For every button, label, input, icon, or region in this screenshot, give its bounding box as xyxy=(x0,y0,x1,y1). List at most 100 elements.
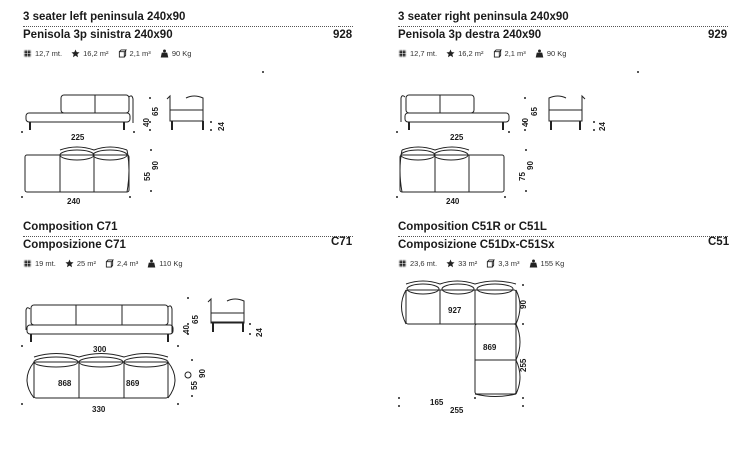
title-it: Composizione C51Dx-C51Sx xyxy=(398,239,555,251)
title-it: Penisola 3p sinistra 240x90 xyxy=(23,29,173,41)
fabric-swatch-icon xyxy=(398,259,407,268)
module-label-a: 927 xyxy=(448,306,462,315)
dim-depth-seat: 75 xyxy=(518,172,527,181)
drawing-c51: 927 869 90 255 165 255 xyxy=(398,280,528,415)
side-elevation xyxy=(548,94,586,130)
dim-dots xyxy=(21,71,264,198)
title-en: Composition C51R or C51L xyxy=(398,221,547,233)
module-label-b: 869 xyxy=(483,343,497,352)
side-elevation xyxy=(166,94,204,130)
spec-meters: 12,7 mt. xyxy=(35,49,63,58)
front-elevation xyxy=(400,94,510,130)
dim-width-top: 225 xyxy=(450,133,464,142)
title-en: 3 seater right peninsula 240x90 xyxy=(398,11,569,23)
specs-row: 23,6 mt. 33 m² 3,3 m³ 155 Kg xyxy=(398,259,570,268)
star-area-icon xyxy=(65,259,74,268)
weight-icon xyxy=(148,259,156,268)
dim-total-height: 65 xyxy=(530,107,539,116)
drawing-c71: 300 40 65 24 868 869 330 55 90 xyxy=(21,297,264,414)
dim-seat-height: 40 xyxy=(142,118,151,127)
side-elevation xyxy=(207,297,245,332)
dim-side-length: 255 xyxy=(519,358,528,372)
spec-volume: 2,1 m³ xyxy=(129,49,151,58)
divider xyxy=(398,236,728,237)
divider xyxy=(398,26,728,27)
dim-width-inner: 165 xyxy=(430,398,444,407)
model-code: C71 xyxy=(331,236,353,248)
dim-seat-height: 40 xyxy=(182,325,191,334)
model-code: 928 xyxy=(333,29,353,41)
dim-width-bottom: 330 xyxy=(92,405,106,414)
dim-seat-height: 40 xyxy=(521,118,530,127)
dim-arm-height: 24 xyxy=(255,328,264,337)
fabric-swatch-icon xyxy=(23,49,32,58)
spec-weight: 90 Kg xyxy=(171,49,192,58)
front-elevation xyxy=(25,304,174,342)
spec-volume: 2,4 m³ xyxy=(117,259,139,268)
title-it: Penisola 3p destra 240x90 xyxy=(398,29,542,41)
front-elevation xyxy=(25,94,134,130)
dim-depth: 90 xyxy=(526,161,535,170)
plan-view xyxy=(26,353,192,399)
model-code: C51 xyxy=(708,236,730,248)
plan-view xyxy=(399,146,505,193)
drawing-928: 225 40 65 24 240 55 90 xyxy=(21,71,264,206)
dim-total-height: 65 xyxy=(191,315,200,324)
specs-row: 19 mt. 25 m² 2,4 m³ 110 Kg xyxy=(23,259,189,268)
spec-meters: 19 mt. xyxy=(35,259,56,268)
spec-volume: 3,3 m³ xyxy=(498,259,520,268)
title-en: 3 seater left peninsula 240x90 xyxy=(23,11,186,23)
star-area-icon xyxy=(446,49,455,58)
drawing-929: 225 40 65 24 240 75 90 xyxy=(396,71,639,206)
cube-icon xyxy=(118,49,127,58)
model-code: 929 xyxy=(708,29,728,41)
dim-width-bottom: 240 xyxy=(67,197,81,206)
weight-icon xyxy=(529,259,537,268)
specs-row: 12,7 mt. 16,2 m² 2,1 m³ 90 Kg xyxy=(23,49,197,58)
panel-c71: Composition C71 Composizione C71 C71 19 … xyxy=(0,220,370,450)
spec-area: 16,2 m² xyxy=(83,49,109,58)
spec-weight: 90 Kg xyxy=(546,49,567,58)
dim-depth-seat: 55 xyxy=(143,172,152,181)
plan-view xyxy=(24,146,130,193)
title-en: Composition C71 xyxy=(23,221,118,233)
fabric-swatch-icon xyxy=(398,49,407,58)
dim-depth: 90 xyxy=(198,369,207,378)
corner-plan-view xyxy=(401,280,521,397)
dim-dots xyxy=(21,297,251,405)
specs-row: 12,7 mt. 16,2 m² 2,1 m³ 90 Kg xyxy=(398,49,572,58)
spec-volume: 2,1 m³ xyxy=(504,49,526,58)
star-area-icon xyxy=(71,49,80,58)
panel-c51: Composition C51R or C51L Composizione C5… xyxy=(375,220,741,450)
dim-arm-height: 24 xyxy=(598,122,607,131)
spec-weight: 110 Kg xyxy=(159,259,183,268)
panel-929: 3 seater right peninsula 240x90 Penisola… xyxy=(375,0,741,225)
spec-meters: 12,7 mt. xyxy=(410,49,438,58)
dim-width-top: 225 xyxy=(71,133,85,142)
dim-total-height: 65 xyxy=(151,107,160,116)
panel-928: 3 seater left peninsula 240x90 Penisola … xyxy=(0,0,370,225)
dim-depth-seat: 55 xyxy=(190,381,199,390)
cube-icon xyxy=(487,259,496,268)
title-it: Composizione C71 xyxy=(23,239,126,251)
weight-icon xyxy=(535,49,544,58)
fabric-swatch-icon xyxy=(23,259,32,268)
divider xyxy=(23,26,353,27)
dim-width-bottom: 240 xyxy=(446,197,460,206)
spec-area: 16,2 m² xyxy=(458,49,484,58)
weight-icon xyxy=(160,49,169,58)
cube-icon xyxy=(493,49,502,58)
dim-arm-height: 24 xyxy=(217,122,226,131)
star-area-icon xyxy=(446,259,455,268)
module-label-b: 869 xyxy=(126,379,140,388)
dim-dots xyxy=(398,284,524,407)
dim-depth: 90 xyxy=(151,161,160,170)
module-label-a: 868 xyxy=(58,379,72,388)
dim-width-top: 300 xyxy=(93,345,107,354)
dim-width-outer: 255 xyxy=(450,406,464,415)
spec-area: 25 m² xyxy=(76,259,97,268)
cube-icon xyxy=(105,259,115,268)
spec-area: 33 m² xyxy=(458,259,478,268)
dim-dots xyxy=(396,71,639,198)
spec-meters: 23,6 mt. xyxy=(410,259,438,268)
